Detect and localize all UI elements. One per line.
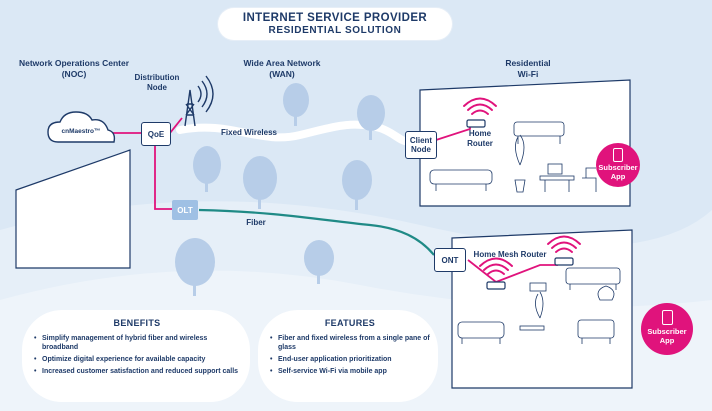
wifi-section-label: Residential Wi-Fi	[478, 58, 578, 80]
ont-node[interactable]: ONT	[434, 248, 466, 272]
cloud-label: cnMaestro™	[61, 128, 101, 135]
list-item: Fiber and fixed wireless from a single p…	[270, 334, 430, 352]
title-line2: RESIDENTIAL SOLUTION	[268, 25, 402, 36]
list-item: Self-service Wi-Fi via mobile app	[270, 367, 430, 376]
distribution-line2: Node	[147, 83, 167, 92]
house-top	[419, 79, 631, 207]
title-banner: INTERNET SERVICE PROVIDER RESIDENTIAL SO…	[218, 8, 452, 40]
house-bottom	[451, 229, 633, 389]
fixed-wireless-label: Fixed Wireless	[221, 128, 277, 137]
app-bottom-line1: Subscriber	[647, 327, 687, 336]
client-line2: Node	[410, 145, 431, 154]
router-icon	[466, 119, 574, 290]
title-line1: INTERNET SERVICE PROVIDER	[242, 12, 428, 24]
app-top-line2: App	[610, 172, 626, 181]
list-item: Increased customer satisfaction and redu…	[34, 367, 240, 376]
features-list: Fiber and fixed wireless from a single p…	[270, 334, 430, 376]
phone-icon	[661, 310, 673, 325]
app-bottom-line2: App	[659, 336, 675, 345]
subscriber-app-top[interactable]: Subscriber App	[596, 143, 640, 187]
features-title: FEATURES	[324, 318, 376, 328]
client-node[interactable]: Client Node	[405, 131, 437, 159]
distribution-line1: Distribution	[134, 73, 180, 82]
wifi-label-line2: Wi-Fi	[517, 69, 539, 79]
features-panel: FEATURES Fiber and fixed wireless from a…	[270, 318, 430, 379]
wan-label-line1: Wide Area Network	[243, 58, 321, 68]
qoe-node[interactable]: QoE	[141, 122, 171, 146]
noc-building	[15, 149, 131, 269]
benefits-list: Simplify management of hybrid fiber and …	[34, 334, 240, 376]
client-line1: Client	[409, 136, 433, 145]
noc-label-line2: (NOC)	[61, 69, 87, 79]
fiber-line	[198, 208, 435, 256]
phone-icon	[613, 148, 623, 162]
olt-node[interactable]: OLT	[172, 200, 198, 220]
furniture-top	[429, 121, 597, 193]
wifi-icon	[463, 97, 581, 275]
benefits-panel: BENEFITS Simplify management of hybrid f…	[34, 318, 240, 379]
fiber-label: Fiber	[246, 218, 266, 227]
list-item: Optimize digital experience for availabl…	[34, 355, 240, 364]
home-router-line2: Router	[467, 139, 493, 148]
tower-icon	[184, 75, 214, 127]
noc-section-label: Network Operations Center (NOC)	[4, 58, 144, 80]
noc-label-line1: Network Operations Center	[18, 58, 130, 68]
home-router-line1: Home	[468, 129, 492, 138]
home-router-label: Home Router	[460, 129, 500, 149]
subscriber-app-bottom[interactable]: Subscriber App	[641, 303, 693, 355]
distribution-node-label: Distribution Node	[128, 73, 186, 93]
furniture-bottom	[457, 267, 621, 344]
list-item: End-user application prioritization	[270, 355, 430, 364]
tree-icons	[175, 83, 385, 296]
cloud-icon	[47, 111, 116, 143]
wifi-label-line1: Residential	[505, 58, 551, 68]
app-top-line1: Subscriber	[598, 163, 638, 172]
wan-section-label: Wide Area Network (WAN)	[222, 58, 342, 80]
wireless-road	[176, 120, 414, 146]
benefits-title: BENEFITS	[113, 318, 161, 328]
list-item: Simplify management of hybrid fiber and …	[34, 334, 240, 352]
home-mesh-router-label: Home Mesh Router	[473, 250, 547, 259]
wan-label-line2: (WAN)	[269, 69, 295, 79]
